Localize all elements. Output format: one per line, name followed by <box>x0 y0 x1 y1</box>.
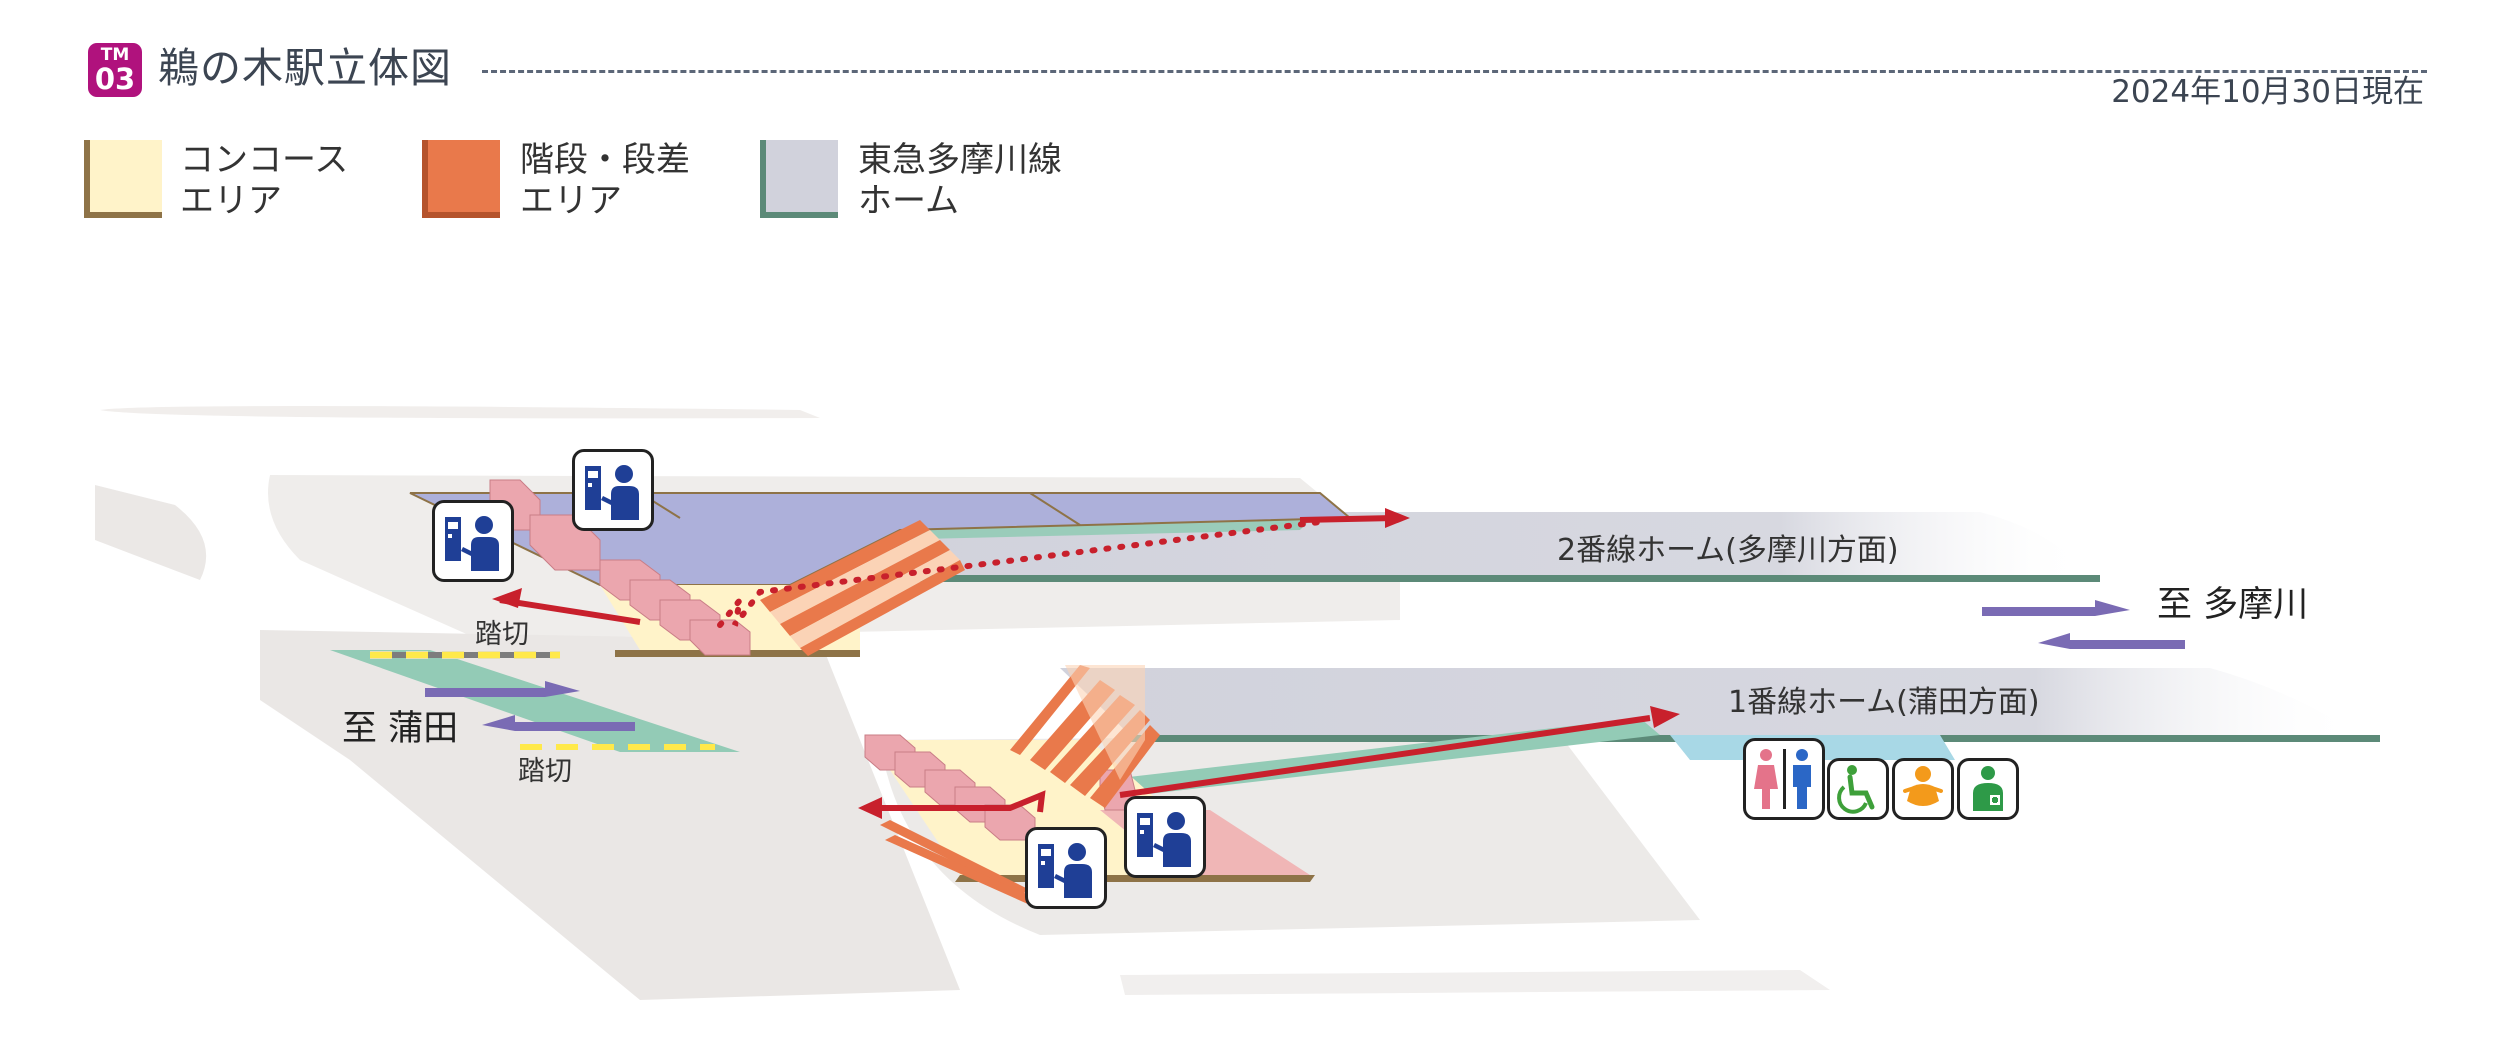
lower-ticket-gates <box>864 734 1136 841</box>
arrow-to-tamagawa <box>1982 600 2130 616</box>
legend-label-line2: エリア <box>180 181 282 221</box>
legend-swatch-stairs <box>422 140 500 218</box>
restroom-icon <box>1743 738 1825 820</box>
legend-label-concourse: コンコース エリア <box>180 140 348 222</box>
legend-label-line1: 階段・段差 <box>520 140 690 180</box>
ground-band-top <box>100 406 820 419</box>
route-upper-to-platform2-end <box>1299 515 1396 523</box>
route-lower-to-platform1 <box>1119 715 1651 798</box>
ground-left-edge <box>95 485 207 580</box>
ticket-gate-icon <box>1025 827 1107 909</box>
ground-lower-left <box>260 630 960 1000</box>
route-upper-exit <box>499 597 641 625</box>
route-lower-exit <box>870 790 1046 813</box>
route-upper-exit-arrowhead <box>492 588 522 608</box>
route-platform1-arrowhead <box>1650 706 1680 728</box>
page-title: 鵜の木駅立体図 <box>158 44 452 92</box>
ticket-gate-icon <box>1124 796 1206 878</box>
lower-step-edge-1 <box>880 820 1030 895</box>
ticket-gate-icon-graphic <box>445 516 499 571</box>
arrow-crossing-right <box>425 681 580 697</box>
platform-2-edge <box>910 575 2100 582</box>
crossing-label-lower: 踏切 <box>518 756 572 787</box>
platform-1-label: 1番線ホーム(蒲田方面) <box>1728 685 2040 720</box>
legend-label-line2: エリア <box>520 181 622 221</box>
ticket-gate-icon-graphic <box>1038 843 1092 898</box>
legend-label-line1: 東急多摩川線 <box>858 140 1062 180</box>
ticket-gate-icon <box>432 500 514 582</box>
wheelchair-icon-graphic <box>1837 765 1875 814</box>
route-upper-to-platform2 <box>717 519 1323 628</box>
ticket-gate-icon <box>572 449 654 531</box>
ticket-gate-icon-graphic <box>1137 812 1191 867</box>
baby-care-icon-graphic <box>1903 766 1943 806</box>
line-code-letters: TM <box>100 45 130 65</box>
platform-1-surface <box>1060 668 2360 735</box>
ground-band-bottom <box>1120 970 1830 995</box>
ticket-gate-icon-graphic <box>585 465 639 520</box>
legend-swatch-concourse <box>84 140 162 218</box>
destination-tamagawa: 至 多摩川 <box>2157 585 2308 625</box>
title-divider <box>482 70 2427 73</box>
platform-2-label: 2番線ホーム(多摩川方面) <box>1557 533 1899 568</box>
legend-label-platform: 東急多摩川線 ホーム <box>858 140 1062 222</box>
lower-stairs <box>1010 665 1160 808</box>
arrow-crossing-left <box>482 715 635 731</box>
legend-label-stairs: 階段・段差 エリア <box>520 140 690 222</box>
upper-ticket-gates <box>489 479 751 656</box>
destination-kamata: 至 蒲田 <box>342 709 458 749</box>
legend-swatch-platform <box>760 140 838 218</box>
route-platform2-arrowhead <box>1385 508 1410 528</box>
legend-label-line2: ホーム <box>858 181 959 221</box>
line-code-number: 03 <box>94 62 136 96</box>
train-direction-arrows <box>425 600 2185 731</box>
line-code-badge: TM 03 <box>88 43 142 97</box>
wheelchair-accessible-icon <box>1827 758 1889 820</box>
crossing-label-upper: 踏切 <box>475 619 529 650</box>
lower-step-edge-2 <box>885 835 1040 905</box>
as-of-date: 2024年10月30日現在 <box>2111 74 2424 110</box>
walking-routes <box>492 508 1680 819</box>
baby-care-icon <box>1892 758 1954 820</box>
restroom-icon-graphic <box>1754 749 1811 809</box>
track-bed-crossing <box>330 650 740 752</box>
ostomate-icon <box>1957 758 2019 820</box>
ostomate-icon-graphic <box>1973 766 2003 811</box>
route-lower-exit-arrowhead <box>858 797 882 819</box>
legend-label-line1: コンコース <box>180 140 349 180</box>
track-bed <box>330 650 740 752</box>
arrow-from-tamagawa <box>2038 633 2185 649</box>
